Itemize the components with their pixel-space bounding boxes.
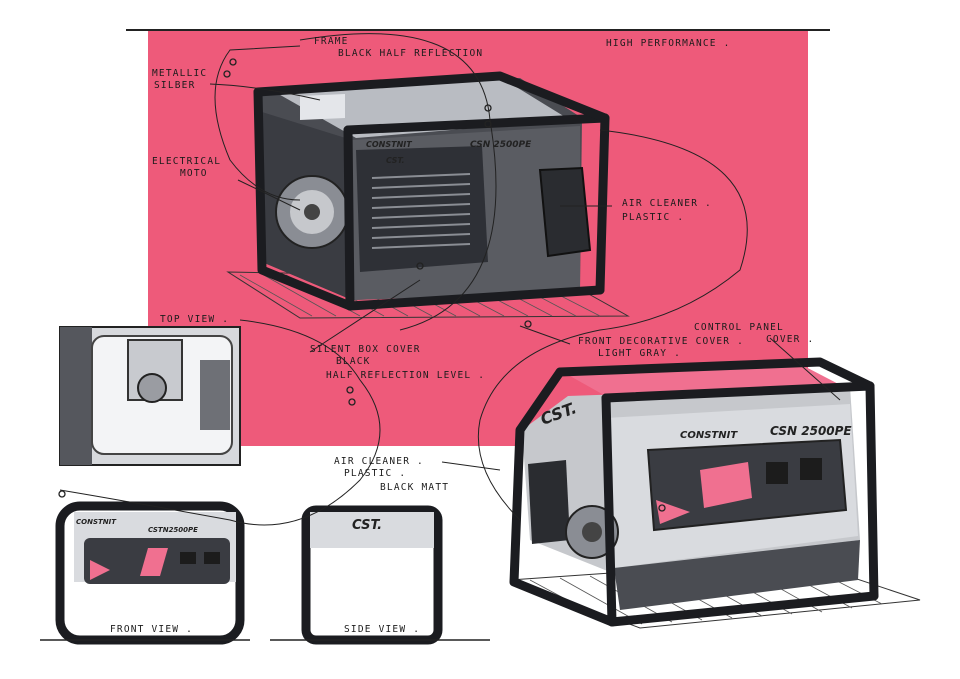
callout-top-view: TOP VIEW . bbox=[160, 314, 230, 325]
callout-light-gray: LIGHT GRAY . bbox=[598, 348, 682, 359]
callout-silver: SILBER bbox=[154, 80, 196, 91]
callout-plastic-bottom: PLASTIC . bbox=[344, 468, 407, 479]
callout-cover: COVER . bbox=[766, 334, 815, 345]
callout-moto: MOTO bbox=[180, 168, 208, 179]
callout-half-reflection-level: HALF REFLECTION LEVEL . bbox=[326, 370, 486, 381]
callout-side-view: SIDE VIEW . bbox=[344, 624, 421, 635]
logo-side: CST. bbox=[352, 518, 383, 533]
front-view-sketch bbox=[40, 501, 250, 645]
model-name-main: CSN 2500PE bbox=[470, 140, 532, 150]
callout-black: BLACK bbox=[336, 356, 371, 367]
callout-frame: FRAME bbox=[314, 36, 349, 47]
callout-high-performance: HIGH PERFORMANCE . bbox=[606, 38, 731, 49]
callout-front-view: FRONT VIEW . bbox=[110, 624, 194, 635]
brand-name-main: CONSTNIT bbox=[366, 140, 412, 149]
callout-front-decorative-cover: FRONT DECORATIVE COVER . bbox=[578, 336, 745, 347]
callout-silent-box-cover: SILENT BOX COVER bbox=[310, 344, 421, 355]
callout-air-cleaner-bottom: AIR CLEANER . bbox=[334, 456, 424, 467]
top-view-sketch bbox=[59, 326, 241, 466]
callout-frame-finish: BLACK HALF REFLECTION bbox=[338, 48, 484, 59]
callout-black-matt: BLACK MATT bbox=[380, 482, 450, 493]
side-view-sketch bbox=[270, 505, 490, 645]
model-name-perspective: CSN 2500PE bbox=[770, 424, 852, 438]
brand-name-front: CONSTNIT bbox=[76, 518, 117, 526]
callout-plastic-top: PLASTIC . bbox=[622, 212, 685, 223]
perspective-generator-sketch bbox=[509, 357, 921, 629]
callout-air-cleaner-top: AIR CLEANER . bbox=[622, 198, 712, 209]
main-generator-sketch bbox=[226, 71, 630, 319]
callout-control-panel: CONTROL PANEL bbox=[694, 322, 784, 333]
callout-metallic: METALLIC bbox=[152, 68, 208, 79]
callout-electrical: ELECTRICAL bbox=[152, 156, 222, 167]
brand-name-perspective: CONSTNIT bbox=[680, 430, 738, 441]
model-small-front: CSTN2500PE bbox=[148, 526, 198, 534]
callout-leader-lines bbox=[59, 33, 841, 526]
logo-main: CST. bbox=[386, 156, 405, 165]
callout-dots bbox=[58, 58, 666, 512]
